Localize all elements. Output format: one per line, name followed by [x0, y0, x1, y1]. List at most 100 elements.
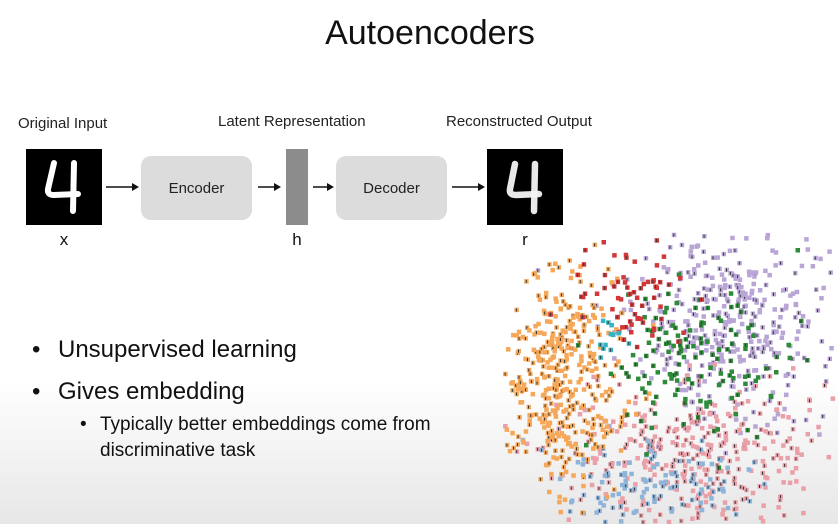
scatter-point-mark: [694, 355, 696, 359]
scatter-point: [630, 352, 636, 358]
scatter-point: [708, 365, 713, 370]
scatter-point: [694, 335, 699, 341]
scatter-point: [603, 389, 609, 395]
scatter-point: [655, 370, 660, 375]
scatter-point: [749, 288, 755, 294]
scatter-point-mark: [568, 259, 570, 263]
scatter-point-mark: [744, 311, 746, 314]
scatter-point-mark: [698, 419, 700, 423]
scatter-point: [690, 488, 696, 494]
scatter-point-mark: [651, 439, 653, 443]
scatter-point: [765, 235, 770, 241]
scatter-point-mark: [776, 453, 778, 457]
scatter-point: [750, 490, 756, 496]
scatter-point: [649, 425, 654, 431]
scatter-point: [547, 342, 552, 347]
scatter-point-mark: [798, 311, 800, 315]
scatter-point: [774, 407, 780, 412]
scatter-point: [553, 296, 558, 301]
scatter-point-mark: [733, 479, 735, 483]
scatter-point: [668, 485, 673, 491]
scatter-point: [578, 405, 584, 410]
scatter-point: [615, 276, 620, 281]
scatter-point-mark: [698, 379, 700, 383]
scatter-point: [704, 404, 709, 409]
scatter-point-mark: [726, 347, 728, 351]
scatter-point-mark: [745, 497, 747, 501]
scatter-point: [527, 328, 532, 333]
scatter-point-mark: [712, 256, 714, 260]
arrow-input-to-encoder: [106, 181, 140, 193]
scatter-point: [638, 443, 644, 448]
scatter-point: [727, 248, 733, 254]
scatter-point-mark: [773, 351, 775, 355]
scatter-point: [703, 499, 709, 505]
scatter-point: [577, 317, 583, 322]
scatter-point-mark: [723, 480, 725, 483]
scatter-point-mark: [699, 407, 701, 411]
scatter-point-mark: [548, 461, 550, 465]
scatter-point: [651, 400, 656, 405]
scatter-point-mark: [652, 349, 654, 353]
scatter-point-mark: [626, 413, 628, 417]
scatter-point-mark: [607, 267, 609, 271]
scatter-point-mark: [720, 482, 722, 486]
scatter-point: [592, 315, 597, 320]
scatter-point: [743, 346, 748, 351]
scatter-point-mark: [806, 358, 808, 362]
scatter-point: [545, 319, 550, 324]
scatter-point-mark: [622, 513, 624, 517]
scatter-point: [568, 275, 574, 281]
scatter-point-mark: [536, 381, 538, 385]
scatter-point: [761, 503, 766, 508]
scatter-point: [577, 305, 583, 311]
scatter-point-mark: [517, 435, 519, 439]
scatter-point-mark: [633, 290, 635, 294]
scatter-point: [628, 299, 633, 304]
scatter-point-mark: [537, 447, 539, 451]
scatter-point: [615, 295, 621, 301]
scatter-point: [616, 491, 621, 497]
scatter-point: [638, 316, 643, 322]
scatter-point: [738, 430, 743, 436]
scatter-point-mark: [707, 306, 709, 310]
scatter-point: [605, 494, 610, 500]
scatter-point-mark: [610, 348, 611, 352]
scatter-point-mark: [795, 457, 797, 461]
scatter-point: [664, 463, 669, 468]
scatter-point: [691, 340, 696, 345]
scatter-point-mark: [600, 423, 602, 427]
scatter-point: [557, 494, 562, 500]
scatter-point: [707, 412, 712, 417]
scatter-point: [689, 420, 695, 425]
scatter-point-mark: [561, 449, 563, 453]
latent-representation-bar: [286, 149, 308, 225]
scatter-point-mark: [712, 490, 714, 494]
scatter-point-mark: [545, 397, 547, 400]
scatter-point-mark: [725, 312, 727, 316]
scatter-point: [717, 331, 723, 337]
scatter-point-mark: [671, 465, 673, 468]
scatter-point-mark: [676, 388, 678, 392]
scatter-point-mark: [646, 502, 648, 506]
scatter-point-mark: [613, 285, 615, 288]
scatter-point: [643, 458, 648, 464]
scatter-point: [580, 429, 585, 434]
scatter-point: [670, 440, 675, 445]
scatter-point: [696, 263, 701, 268]
scatter-point: [545, 360, 550, 365]
scatter-point: [598, 500, 603, 505]
scatter-point-mark: [650, 408, 652, 412]
scatter-point-mark: [653, 455, 655, 458]
scatter-point-mark: [564, 359, 566, 363]
scatter-point-mark: [640, 432, 642, 436]
scatter-point-mark: [544, 311, 546, 315]
scatter-point-mark: [697, 462, 699, 465]
scatter-point: [542, 375, 547, 380]
scatter-point: [739, 284, 744, 290]
scatter-point: [694, 444, 699, 450]
scatter-point: [721, 304, 727, 309]
scatter-point-mark: [658, 327, 660, 331]
scatter-point-mark: [552, 346, 554, 350]
scatter-point-mark: [594, 397, 596, 401]
